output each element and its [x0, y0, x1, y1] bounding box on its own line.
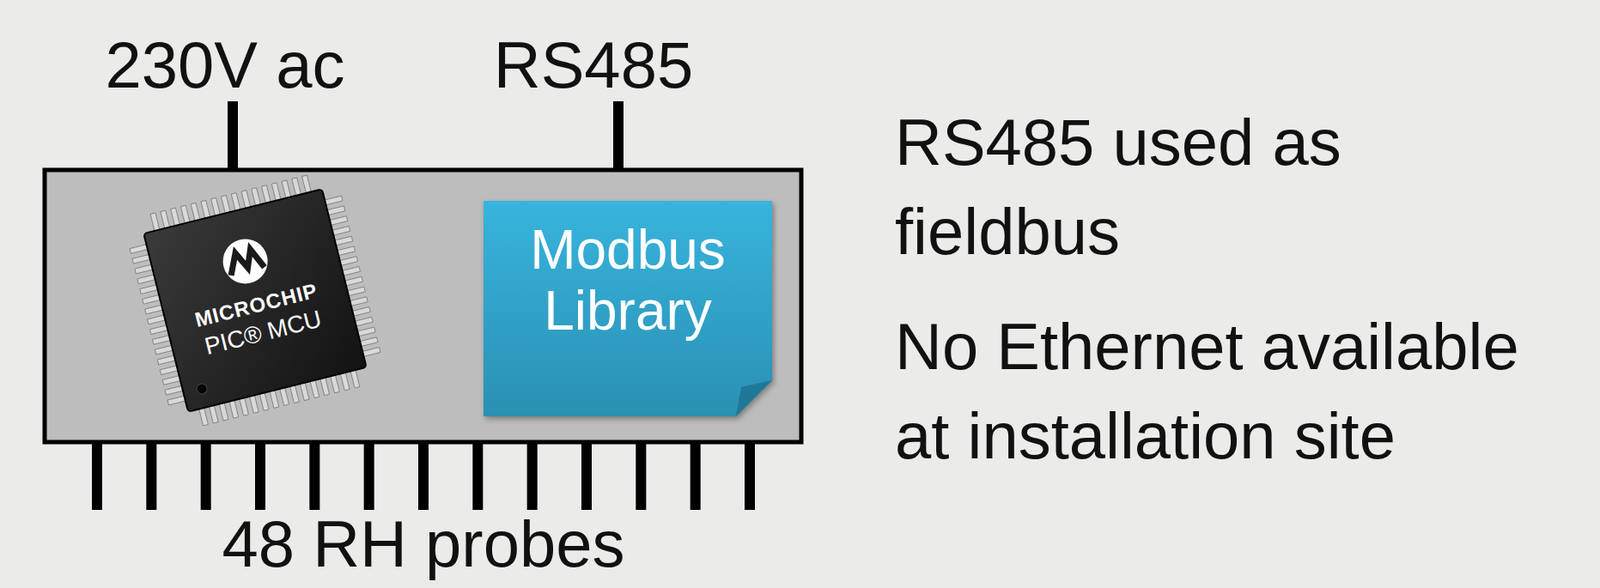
- probe-terminals: [97, 444, 750, 511]
- probe-terminal: [744, 444, 755, 511]
- chip-body: [143, 188, 366, 412]
- probe-terminal: [418, 444, 429, 511]
- probe-terminal: [255, 444, 266, 511]
- probe-terminal: [200, 444, 212, 511]
- probe-terminal: [472, 444, 483, 511]
- note-text: Modbus Library: [493, 219, 762, 342]
- probe-terminal: [581, 444, 592, 511]
- note-body: [483, 200, 773, 417]
- power-terminal: [227, 101, 238, 169]
- terminal-label: 48 RH probes: [165, 511, 682, 578]
- note-fold: [736, 380, 773, 417]
- rs485-terminal: [613, 101, 624, 169]
- probe-terminal: [91, 444, 103, 511]
- note-text: No Ethernet available at installation si…: [894, 302, 1557, 481]
- probe-terminal: [635, 444, 646, 511]
- note-text: RS485 used as fieldbus: [894, 97, 1557, 277]
- probe-terminal: [364, 444, 375, 511]
- probe-terminal: [309, 444, 320, 511]
- sticky-note: Modbus Library: [483, 200, 773, 417]
- microchip-logo: [218, 234, 273, 289]
- probe-terminal: [146, 444, 157, 511]
- probe-terminal: [690, 444, 701, 511]
- mcu-chip: MICROCHIPPIC® MCU: [143, 188, 366, 412]
- microchip-logo-mark: [225, 247, 265, 276]
- terminal-label: 230V ac: [10, 32, 440, 98]
- device-housing: [44, 170, 802, 443]
- probe-terminal: [527, 444, 538, 511]
- terminal-label: RS485: [378, 32, 809, 98]
- pin1-dot: [195, 383, 209, 396]
